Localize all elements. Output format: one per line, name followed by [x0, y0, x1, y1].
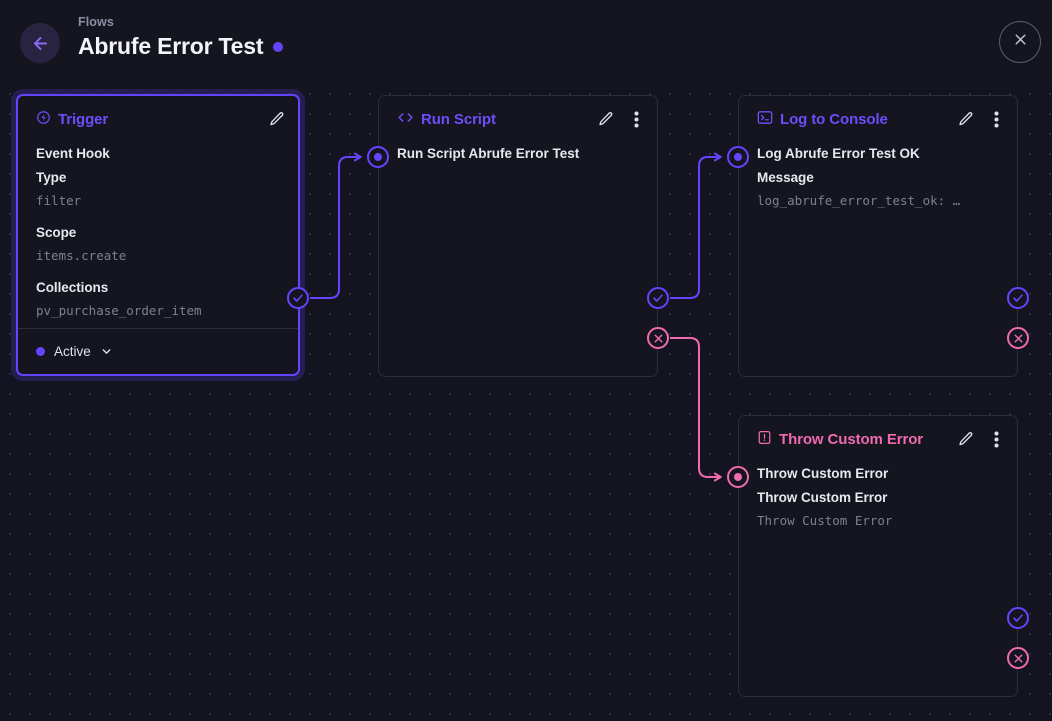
node-header-actions — [956, 429, 1006, 449]
breadcrumb[interactable]: Flows — [78, 15, 114, 29]
arrow-left-icon — [31, 34, 50, 53]
node-body: Throw Custom Error Throw Custom Error Th… — [739, 462, 1017, 531]
port-run-script-success[interactable] — [647, 287, 669, 309]
port-dot — [374, 153, 382, 161]
node-log-to-console[interactable]: Log to Console — [738, 95, 1018, 377]
node-type-label: Log to Console — [780, 110, 888, 128]
page-title: Abrufe Error Test — [78, 33, 264, 59]
node-throw-custom-error[interactable]: Throw Custom Error — [738, 415, 1018, 697]
terminal-icon — [757, 110, 773, 129]
node-type-label: Trigger — [58, 110, 109, 128]
port-run-script-reject[interactable] — [647, 327, 669, 349]
node-header-actions — [267, 109, 287, 129]
node-header-actions — [596, 109, 646, 129]
check-icon — [1013, 294, 1023, 302]
pencil-icon[interactable] — [956, 429, 976, 449]
port-dot — [734, 473, 742, 481]
field-value: items.create — [36, 248, 127, 263]
port-log-to-console-reject[interactable] — [1007, 327, 1029, 349]
node-type: Log to Console — [757, 110, 888, 129]
node-header-actions — [956, 109, 1006, 129]
field-value: Throw Custom Error — [757, 513, 893, 528]
back-button[interactable] — [20, 23, 60, 63]
code-brackets-icon — [397, 110, 414, 129]
node-body: Event Hook Type filter Scope items.creat… — [18, 142, 298, 321]
edge-run-script-to-log-console — [670, 152, 722, 299]
close-icon — [1012, 31, 1029, 53]
node-header: Log to Console — [739, 96, 1017, 142]
header-titles: Flows Abrufe Error Test — [78, 14, 284, 61]
field-text: Throw Custom Error — [757, 466, 889, 481]
node-body: Log Abrufe Error Test OK Message log_abr… — [739, 142, 1017, 211]
alert-box-icon — [757, 430, 772, 449]
status-badge — [273, 41, 284, 52]
field-label: Message — [757, 170, 814, 185]
check-icon — [1013, 614, 1023, 622]
node-type: Throw Custom Error — [757, 430, 923, 449]
field-value: log_abrufe_error_test_ok: … — [757, 193, 961, 208]
spacer — [36, 266, 280, 276]
more-vertical-icon[interactable] — [986, 429, 1006, 449]
edge-trigger-to-run-script — [310, 152, 362, 299]
app-header: Flows Abrufe Error Test — [0, 0, 1052, 84]
status-label: Active — [54, 344, 91, 359]
field-value: pv_purchase_order_item — [36, 303, 202, 318]
port-throw-custom-error-input[interactable] — [727, 466, 749, 488]
title-row: Abrufe Error Test — [78, 32, 284, 61]
port-dot — [734, 153, 742, 161]
spacer — [36, 211, 280, 221]
node-header: Throw Custom Error — [739, 416, 1017, 462]
check-icon — [653, 294, 663, 302]
field-text: Run Script Abrufe Error Test — [397, 146, 580, 161]
cross-icon — [654, 334, 662, 342]
port-run-script-input[interactable] — [367, 146, 389, 168]
field-text: Log Abrufe Error Test OK — [757, 146, 920, 161]
field-label: Scope — [36, 225, 77, 240]
port-trigger-success[interactable] — [287, 287, 309, 309]
pencil-icon[interactable] — [267, 109, 287, 129]
check-icon — [293, 294, 303, 302]
pencil-icon[interactable] — [956, 109, 976, 129]
port-throw-custom-error-success[interactable] — [1007, 607, 1029, 629]
cross-icon — [1014, 334, 1022, 342]
field-label: Throw Custom Error — [757, 490, 888, 505]
node-type: Trigger — [36, 110, 108, 129]
flow-canvas[interactable]: Trigger Event Hook Type filter Scope ite… — [0, 84, 1052, 721]
edge-run-script-to-throw-error — [670, 337, 722, 482]
port-throw-custom-error-reject[interactable] — [1007, 647, 1029, 669]
node-status-selector[interactable]: Active — [18, 328, 298, 374]
status-dot — [36, 347, 45, 356]
field-label: Collections — [36, 280, 109, 295]
close-button[interactable] — [999, 21, 1041, 63]
port-log-to-console-success[interactable] — [1007, 287, 1029, 309]
node-trigger[interactable]: Trigger Event Hook Type filter Scope ite… — [16, 94, 300, 376]
node-type-label: Run Script — [421, 110, 496, 128]
node-header: Run Script — [379, 96, 657, 142]
more-vertical-icon[interactable] — [986, 109, 1006, 129]
field-label: Event Hook — [36, 146, 110, 161]
node-body: Run Script Abrufe Error Test — [379, 142, 657, 166]
field-label: Type — [36, 170, 67, 185]
node-type-label: Throw Custom Error — [779, 430, 924, 448]
port-log-to-console-input[interactable] — [727, 146, 749, 168]
pencil-icon[interactable] — [596, 109, 616, 129]
more-vertical-icon[interactable] — [626, 109, 646, 129]
node-type: Run Script — [397, 110, 496, 129]
chevron-down-icon — [100, 345, 113, 358]
bolt-circle-icon — [36, 110, 51, 129]
node-run-script[interactable]: Run Script — [378, 95, 658, 377]
field-value: filter — [36, 193, 82, 208]
cross-icon — [1014, 654, 1022, 662]
node-header: Trigger — [18, 96, 298, 142]
